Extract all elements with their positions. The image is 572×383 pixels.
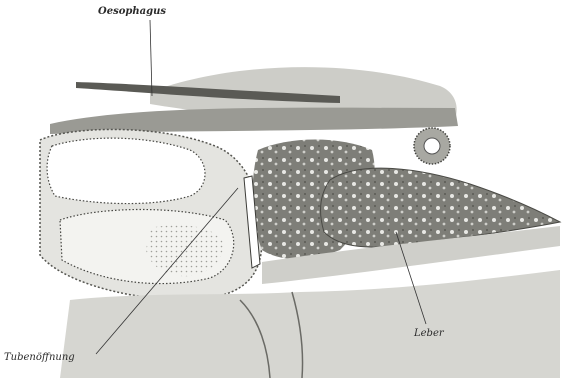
- upper-cavity: [47, 138, 205, 203]
- label-oesophagus: Oesophagus: [98, 6, 166, 17]
- label-tubenoeffnung: Tubenöffnung: [4, 352, 75, 363]
- leader-oesophagus: [150, 20, 152, 96]
- label-leber: Leber: [414, 328, 444, 339]
- small-duct-lumen: [424, 138, 440, 154]
